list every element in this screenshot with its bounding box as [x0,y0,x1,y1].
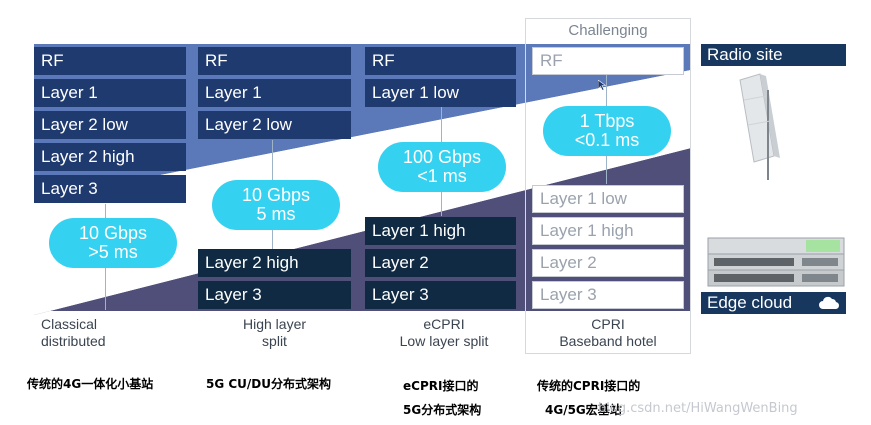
latency-text: >5 ms [88,242,138,262]
layer-box: Layer 3 [365,281,516,309]
layer-box: Layer 2 high [34,143,186,171]
server-rack-icon [707,237,845,287]
latency-text: <0.1 ms [574,130,640,150]
layer-box: Layer 1 [34,79,186,107]
layer-box: Layer 2 low [198,111,351,139]
watermark: blog.csdn.net/HiWangWenBing [598,401,798,416]
radio-site-label: Radio site [701,44,846,66]
layer-box: RF [532,47,684,75]
cloud-icon [819,296,840,310]
column-label: eCPRI Low layer split [399,316,489,349]
bandwidth-latency-bubble: 100 Gbps <1 ms [378,142,506,192]
cursor-icon [598,80,606,91]
layer-box: Layer 2 [532,249,684,277]
chinese-caption: 5G CU/DU分布式架构 [206,377,332,391]
layer-box: Layer 3 [532,281,684,309]
layer-box: Layer 1 high [532,217,684,245]
chinese-caption: 传统的CPRI接口的 [537,379,641,393]
layer-box: Layer 3 [34,175,186,203]
bandwidth-text: 1 Tbps [579,111,635,131]
layer-box: Layer 1 [198,79,351,107]
layer-box: Layer 1 high [365,217,516,245]
layer-box: RF [365,47,516,75]
latency-text: 5 ms [256,204,296,224]
layer-box: Layer 1 low [532,185,684,213]
layer-box: Layer 3 [198,281,351,309]
layer-box: RF [198,47,351,75]
challenging-label: Challenging [568,22,648,39]
bandwidth-latency-bubble: 10 Gbps >5 ms [49,218,177,268]
latency-text: <1 ms [417,166,467,186]
layer-box: Layer 2 low [34,111,186,139]
chinese-caption: 传统的4G一体化小基站 [27,377,154,391]
layer-box: Layer 1 low [365,79,516,107]
layer-box: RF [34,47,186,75]
chinese-caption: eCPRI接口的 [403,379,479,393]
chinese-caption: 4G/5G宏基站 [545,403,622,417]
bandwidth-latency-bubble: 10 Gbps 5 ms [212,180,340,230]
baseband-hotel-frame [525,18,691,354]
bandwidth-text: 100 Gbps [402,147,482,167]
bandwidth-latency-bubble: 1 Tbps <0.1 ms [543,106,671,156]
layer-box: Layer 2 high [198,249,351,277]
antenna-icon [739,73,780,180]
bandwidth-text: 10 Gbps [241,185,311,205]
edge-cloud-label: Edge cloud [701,292,846,314]
column-label: CPRI Baseband hotel [559,316,657,349]
layer-box: Layer 2 [365,249,516,277]
column-label: High layer split [242,316,307,349]
chinese-caption: 5G分布式架构 [403,403,482,417]
bandwidth-text: 10 Gbps [78,223,148,243]
column-label: Classical distributed [41,316,106,349]
